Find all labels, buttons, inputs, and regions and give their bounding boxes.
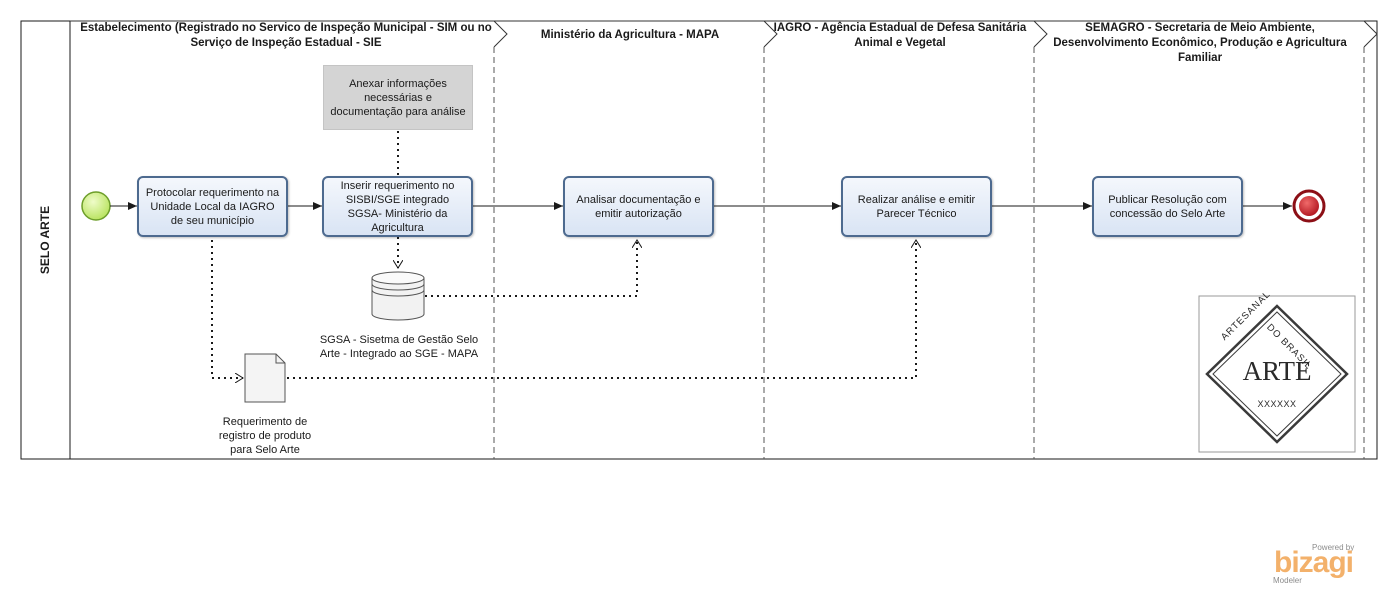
lane-header-3-shape [764, 20, 1048, 48]
task-realizar-analise[interactable]: Realizar análise e emitir Parecer Técnic… [841, 176, 992, 237]
watermark-brand: bizagi [1274, 546, 1354, 579]
lane-header-2-shape [494, 20, 778, 48]
lane-title-mapa: Ministério da Agricultura - MAPA [540, 29, 720, 41]
pool-label: SELO ARTE [21, 21, 70, 459]
annotation-anexar[interactable]: Anexar informações necessárias e documen… [323, 65, 473, 130]
lane-header-1-shape [70, 20, 508, 48]
lane-title-iagro: IAGRO - Agência Estadual de Defesa Sanit… [773, 22, 1027, 49]
document-requerimento [244, 353, 286, 403]
logo-code-text: XXXXXX [1257, 399, 1297, 409]
lane-title-establishment: Estabelecimento (Registrado no Servico d… [80, 22, 492, 49]
selo-arte-logo [1198, 295, 1356, 453]
document-caption: Requerimento de registro de produto para… [218, 416, 312, 456]
task-inserir-requerimento[interactable]: Inserir requerimento no SISBI/SGE integr… [322, 176, 473, 237]
logo-main-text: ARTE [1242, 356, 1312, 386]
task-analisar-documentacao[interactable]: Analisar documentação e emitir autorizaç… [563, 176, 714, 237]
end-event-core [1299, 196, 1319, 216]
lane-header-4-shape [1034, 20, 1378, 48]
data-assoc-document-realizar [287, 240, 916, 379]
data-assoc-protocolar-document [211, 240, 243, 378]
datastore-caption: SGSA - Sisetma de Gestão Selo Arte - Int… [319, 334, 479, 360]
watermark-powered: Powered by [1312, 543, 1355, 552]
lane-title-semagro: SEMAGRO - Secretaria de Meio Ambiente, D… [1053, 22, 1347, 64]
task-protocolar-requerimento[interactable]: Protocolar requerimento na Unidade Local… [137, 176, 288, 237]
watermark-product: Modeler [1273, 576, 1302, 585]
data-assoc-datastore-analisar [425, 240, 637, 297]
pool-border [20, 20, 1378, 460]
start-event [81, 191, 111, 221]
datastore-sgsa [371, 271, 425, 321]
pool-label-text: SELO ARTE [38, 205, 53, 275]
task-publicar-resolucao[interactable]: Publicar Resolução com concessão do Selo… [1092, 176, 1243, 237]
